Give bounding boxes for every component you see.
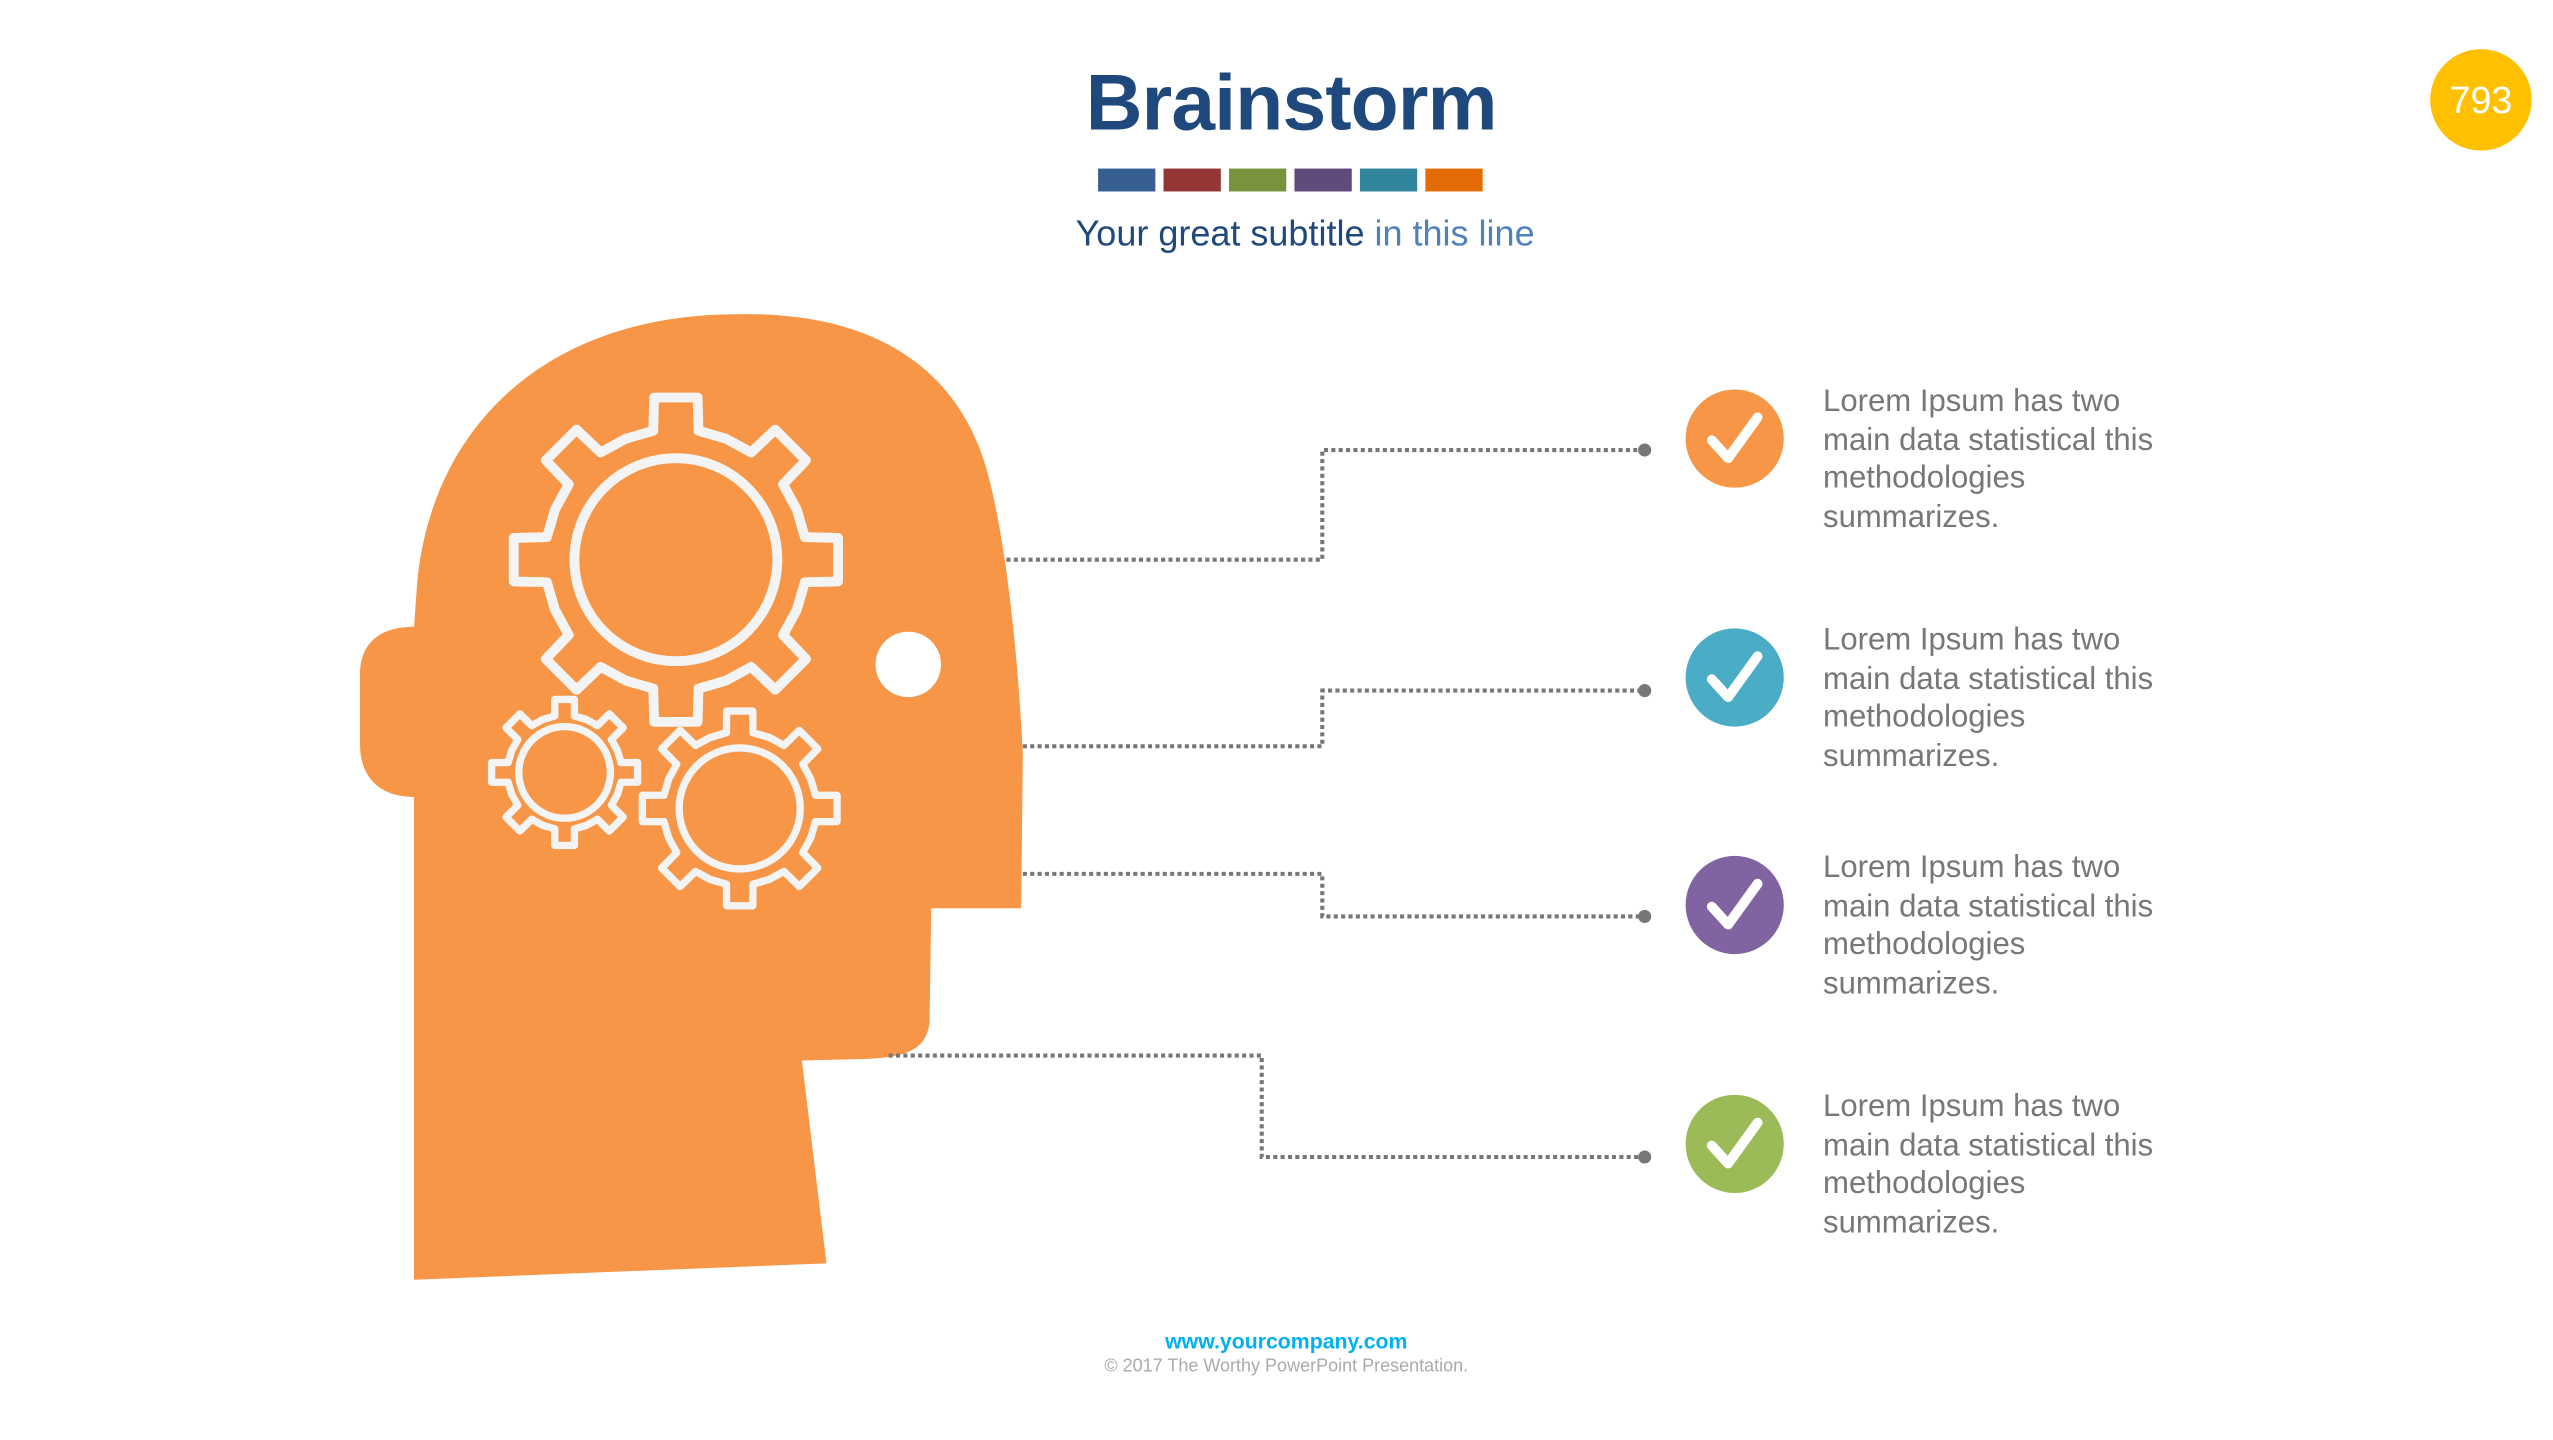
connector-line	[1022, 871, 1645, 919]
eye	[875, 631, 941, 698]
head-silhouette	[360, 314, 1023, 1280]
page-number-badge: 793	[2430, 49, 2532, 151]
item-text: Lorem Ipsum has two main data statistica…	[1823, 623, 2154, 774]
item-text: Lorem Ipsum has two main data statistica…	[1823, 1089, 2154, 1240]
check-icon	[1685, 389, 1784, 488]
connector-dot	[1638, 684, 1652, 698]
gear-icon	[638, 707, 841, 910]
item-text: Lorem Ipsum has two main data statistica…	[1823, 850, 2154, 1001]
footer-url[interactable]: www.yourcompany.com	[1165, 1328, 1408, 1354]
swatch	[1425, 168, 1483, 192]
subtitle-main: Your great subtitle	[1075, 212, 1365, 254]
swatch	[1359, 168, 1418, 192]
connector-dot	[1638, 443, 1652, 457]
item-text: Lorem Ipsum has two main data statistica…	[1823, 384, 2154, 535]
swatch	[1098, 168, 1156, 192]
swatch	[1163, 168, 1221, 192]
check-icon	[1685, 628, 1784, 727]
subtitle: Your great subtitle in this line	[0, 213, 2553, 256]
connector-line	[1022, 688, 1645, 749]
page-title: Brainstorm	[1085, 60, 1498, 148]
connector-dot	[1638, 1150, 1652, 1164]
swatch	[1229, 168, 1287, 192]
footer-copyright: © 2017 The Worthy PowerPoint Presentatio…	[1104, 1356, 1469, 1377]
gear-icon	[508, 392, 843, 727]
swatch	[1294, 168, 1352, 192]
gear-icon	[487, 695, 642, 850]
check-icon	[1685, 1094, 1784, 1194]
connector-line	[888, 1053, 1645, 1160]
connector-line	[1006, 447, 1645, 562]
connector-dot	[1638, 909, 1652, 923]
gears-group	[487, 392, 843, 910]
check-icon	[1685, 855, 1784, 955]
color-swatch-bar	[1098, 168, 1483, 192]
subtitle-highlight: in this line	[1374, 212, 1535, 254]
